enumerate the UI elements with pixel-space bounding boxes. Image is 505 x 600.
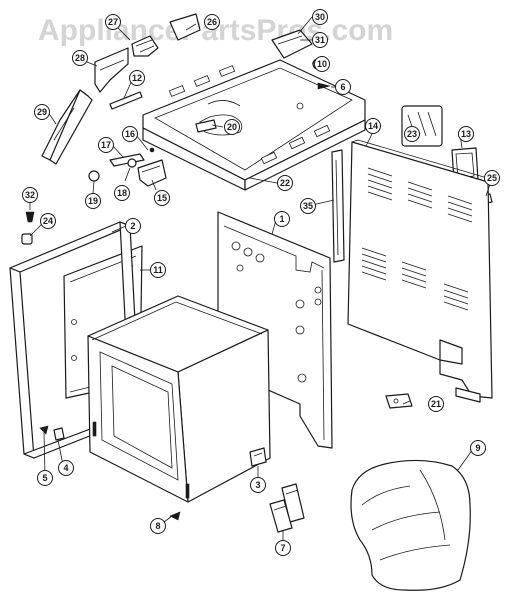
callout-21: 21 bbox=[428, 396, 444, 412]
callout-12-label: 12 bbox=[132, 73, 142, 83]
callout-13-label: 13 bbox=[461, 129, 471, 139]
callout-8-label: 8 bbox=[155, 521, 160, 531]
callout-6: 6 bbox=[335, 79, 351, 95]
callout-23: 23 bbox=[404, 126, 420, 142]
callout-18-label: 18 bbox=[117, 188, 127, 198]
callout-19-label: 19 bbox=[88, 196, 98, 206]
callout-1-label: 1 bbox=[279, 214, 284, 224]
callout-26: 26 bbox=[204, 14, 220, 30]
callout-7-label: 7 bbox=[280, 543, 285, 553]
valve-group bbox=[88, 147, 167, 187]
callout-18: 18 bbox=[114, 185, 130, 201]
part-29-side-trim bbox=[41, 89, 93, 165]
callout-30: 30 bbox=[312, 9, 328, 25]
part-6-screw bbox=[317, 82, 331, 90]
part-26-cover bbox=[169, 13, 313, 59]
callout-32: 32 bbox=[22, 187, 38, 203]
callout-35-label: 35 bbox=[303, 201, 313, 211]
callout-7: 7 bbox=[275, 540, 291, 556]
part-5-screw bbox=[39, 425, 49, 435]
callout-4-label: 4 bbox=[63, 463, 68, 473]
callout-5: 5 bbox=[37, 470, 53, 486]
callout-14-label: 14 bbox=[368, 121, 378, 131]
callout-10-label: 10 bbox=[317, 59, 327, 69]
callout-29-label: 29 bbox=[37, 107, 47, 117]
callout-1: 1 bbox=[274, 211, 290, 227]
part-9-insulation bbox=[350, 459, 471, 591]
callout-20-label: 20 bbox=[227, 122, 237, 132]
callout-19: 19 bbox=[85, 193, 101, 209]
callout-3: 3 bbox=[250, 477, 266, 493]
part-24-clip bbox=[21, 233, 33, 245]
callout-20: 20 bbox=[224, 119, 240, 135]
callout-26-label: 26 bbox=[207, 17, 217, 27]
part-28-bracket bbox=[94, 47, 129, 93]
part-4-clip bbox=[53, 427, 65, 441]
callout-32-label: 32 bbox=[25, 190, 35, 200]
callout-23-label: 23 bbox=[407, 129, 417, 139]
callout-2: 2 bbox=[125, 218, 141, 234]
callout-3-label: 3 bbox=[255, 480, 260, 490]
part-7-hinge bbox=[269, 483, 305, 533]
callout-35: 35 bbox=[300, 198, 316, 214]
callout-22: 22 bbox=[277, 175, 293, 191]
callout-24-label: 24 bbox=[43, 216, 53, 226]
callout-25: 25 bbox=[484, 170, 500, 186]
callout-22-label: 22 bbox=[280, 178, 290, 188]
callout-21-label: 21 bbox=[431, 399, 441, 409]
callout-9-label: 9 bbox=[475, 443, 480, 453]
part-20-sensor bbox=[195, 119, 217, 133]
callout-11: 11 bbox=[150, 262, 166, 278]
part-12-tube bbox=[109, 91, 143, 110]
oven-cavity bbox=[87, 295, 271, 503]
callout-12: 12 bbox=[129, 70, 145, 86]
callout-28: 28 bbox=[72, 50, 88, 66]
part-32-screw bbox=[25, 211, 35, 223]
callout-9: 9 bbox=[470, 440, 486, 456]
callout-17: 17 bbox=[98, 137, 114, 153]
callout-2-label: 2 bbox=[130, 221, 135, 231]
callout-4: 4 bbox=[58, 460, 74, 476]
callout-31-label: 31 bbox=[315, 35, 325, 45]
part-22-top-panel bbox=[142, 59, 366, 191]
callout-14: 14 bbox=[365, 118, 381, 134]
part-21-bracket bbox=[385, 393, 413, 409]
callout-10: 10 bbox=[314, 56, 330, 72]
part-8-screw bbox=[169, 511, 181, 521]
part-35-strip bbox=[331, 149, 345, 263]
callout-29: 29 bbox=[34, 104, 50, 120]
callout-27: 27 bbox=[105, 14, 121, 30]
callout-15-label: 15 bbox=[157, 193, 167, 203]
callout-8: 8 bbox=[150, 518, 166, 534]
back-panel-vents bbox=[361, 167, 473, 311]
callout-16-label: 16 bbox=[125, 129, 135, 139]
callout-5-label: 5 bbox=[42, 473, 47, 483]
callout-25-label: 25 bbox=[487, 173, 497, 183]
part-14-back-panel bbox=[347, 139, 496, 403]
callout-15: 15 bbox=[154, 190, 170, 206]
callout-31: 31 bbox=[312, 32, 328, 48]
callout-17-label: 17 bbox=[101, 140, 111, 150]
callout-24: 24 bbox=[40, 213, 56, 229]
callout-13: 13 bbox=[458, 126, 474, 142]
part-27-igniter bbox=[131, 35, 159, 57]
callout-28-label: 28 bbox=[75, 53, 85, 63]
callout-30-label: 30 bbox=[315, 12, 325, 22]
callout-27-label: 27 bbox=[108, 17, 118, 27]
part-3-bracket bbox=[249, 447, 267, 467]
callout-16: 16 bbox=[122, 126, 138, 142]
callout-11-label: 11 bbox=[153, 265, 163, 275]
callout-6-label: 6 bbox=[340, 82, 345, 92]
